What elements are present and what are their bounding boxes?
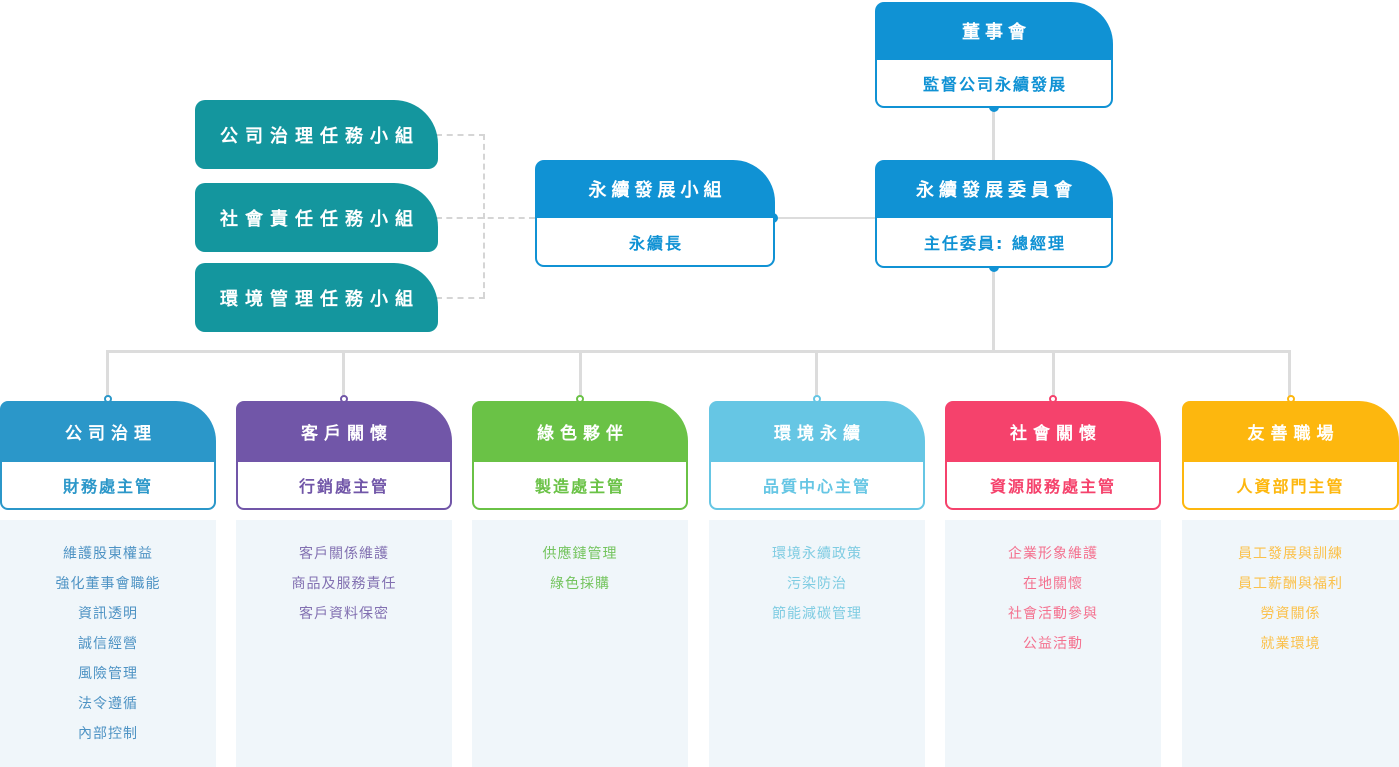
pillar-item: 就業環境 <box>1260 636 1321 652</box>
connector-main-horizontal <box>106 350 1291 353</box>
pillar-item: 社會活動參與 <box>1008 606 1098 622</box>
pillar-item: 商品及服務責任 <box>291 576 397 592</box>
connector-stub-6 <box>1288 350 1291 398</box>
pillar-item: 環境永續政策 <box>772 546 862 562</box>
board-node: 董事會 監督公司永續發展 <box>875 2 1113 108</box>
pillar-item: 在地關懷 <box>1023 576 1083 592</box>
pillar-manager: 品質中心主管 <box>709 462 925 510</box>
pillar-manager: 行銷處主管 <box>236 462 452 510</box>
pillar-title: 友善職場 <box>1182 401 1399 462</box>
task-force-social: 社會責任任務小組 <box>195 183 438 252</box>
pillar-title: 綠色夥伴 <box>472 401 688 462</box>
pillar-item-panel: 供應鏈管理 綠色採購 <box>472 520 688 767</box>
pillar-manager: 資源服務處主管 <box>945 462 1161 510</box>
pillar-environmental-sustainability: 環境永續 品質中心主管 環境永續政策 污染防治 節能減碳管理 <box>709 395 925 767</box>
task-force-environment: 環境管理任務小組 <box>195 263 438 332</box>
committee-title: 永續發展委員會 <box>875 160 1113 218</box>
pillar-item: 客戶關係維護 <box>299 546 389 562</box>
committee-subtitle: 主任委員: 總經理 <box>875 218 1113 268</box>
group-title: 永續發展小組 <box>535 160 775 218</box>
pillar-box: 友善職場 人資部門主管 <box>1182 395 1399 510</box>
dashed-task2 <box>436 217 535 219</box>
pillar-item-panel: 客戶關係維護 商品及服務責任 客戶資料保密 <box>236 520 452 767</box>
pillar-item: 供應鏈管理 <box>542 546 618 562</box>
pillar-title: 客戶關懷 <box>236 401 452 462</box>
connector-dot-pillar-1 <box>104 395 112 403</box>
pillar-item: 污染防治 <box>787 576 847 592</box>
board-title: 董事會 <box>875 2 1113 60</box>
pillar-customer-care: 客戶關懷 行銷處主管 客戶關係維護 商品及服務責任 客戶資料保密 <box>236 395 452 767</box>
pillar-title: 社會關懷 <box>945 401 1161 462</box>
pillar-title: 公司治理 <box>0 401 216 462</box>
pillar-social-care: 社會關懷 資源服務處主管 企業形象維護 在地關懷 社會活動參與 公益活動 <box>945 395 1161 767</box>
pillar-item: 維護股東權益 <box>63 546 153 562</box>
connector-stub-5 <box>1052 350 1055 398</box>
board-subtitle: 監督公司永續發展 <box>875 60 1113 108</box>
pillar-green-partner: 綠色夥伴 製造處主管 供應鏈管理 綠色採購 <box>472 395 688 767</box>
pillar-manager: 人資部門主管 <box>1182 462 1399 510</box>
connector-dot-pillar-6 <box>1286 395 1295 403</box>
group-subtitle: 永續長 <box>535 218 775 267</box>
pillar-item: 誠信經營 <box>78 636 138 652</box>
pillar-friendly-workplace: 友善職場 人資部門主管 員工發展與訓練 員工薪酬與福利 勞資關係 就業環境 <box>1182 395 1399 767</box>
pillar-item: 風險管理 <box>78 666 138 682</box>
pillar-item: 勞資關係 <box>1260 606 1321 622</box>
connector-stub-4 <box>815 350 818 398</box>
pillar-box: 客戶關懷 行銷處主管 <box>236 395 452 510</box>
dashed-vertical <box>483 134 485 298</box>
pillar-item-panel: 員工發展與訓練 員工薪酬與福利 勞資關係 就業環境 <box>1182 520 1399 767</box>
pillar-item: 內部控制 <box>78 726 138 742</box>
pillar-item: 員工發展與訓練 <box>1238 546 1343 562</box>
pillar-item: 公益活動 <box>1023 636 1083 652</box>
pillar-item: 綠色採購 <box>550 576 610 592</box>
committee-node: 永續發展委員會 主任委員: 總經理 <box>875 160 1113 268</box>
pillar-item-panel: 環境永續政策 污染防治 節能減碳管理 <box>709 520 925 767</box>
pillar-item: 節能減碳管理 <box>772 606 862 622</box>
connector-dot-pillar-4 <box>813 395 821 403</box>
pillar-item: 客戶資料保密 <box>299 606 389 622</box>
pillar-item-panel: 企業形象維護 在地關懷 社會活動參與 公益活動 <box>945 520 1161 767</box>
pillar-item: 企業形象維護 <box>1008 546 1098 562</box>
pillar-title: 環境永續 <box>709 401 925 462</box>
pillar-corporate-governance: 公司治理 財務處主管 維護股東權益 強化董事會職能 資訊透明 誠信經營 風險管理… <box>0 395 216 767</box>
task-force-governance: 公司治理任務小組 <box>195 100 438 169</box>
pillar-box: 環境永續 品質中心主管 <box>709 395 925 510</box>
connector-stub-1 <box>106 350 109 398</box>
connector-dot-pillar-3 <box>576 395 584 403</box>
dashed-task3 <box>436 297 485 299</box>
connector-dot-pillar-2 <box>340 395 348 403</box>
pillar-manager: 製造處主管 <box>472 462 688 510</box>
pillar-box: 綠色夥伴 製造處主管 <box>472 395 688 510</box>
pillar-item: 員工薪酬與福利 <box>1238 576 1343 592</box>
connector-stub-3 <box>579 350 582 398</box>
pillar-box: 公司治理 財務處主管 <box>0 395 216 510</box>
pillar-manager: 財務處主管 <box>0 462 216 510</box>
pillar-item: 資訊透明 <box>78 606 138 622</box>
pillar-box: 社會關懷 資源服務處主管 <box>945 395 1161 510</box>
group-node: 永續發展小組 永續長 <box>535 160 775 267</box>
pillar-item-panel: 維護股東權益 強化董事會職能 資訊透明 誠信經營 風險管理 法令遵循 內部控制 <box>0 520 216 767</box>
connector-committee-down <box>992 266 995 352</box>
dashed-task1 <box>436 134 485 136</box>
pillar-item: 強化董事會職能 <box>55 576 161 592</box>
connector-group-committee <box>775 217 875 219</box>
pillar-item: 法令遵循 <box>78 696 138 712</box>
connector-dot-pillar-5 <box>1049 395 1057 403</box>
connector-board-committee <box>992 106 995 162</box>
connector-stub-2 <box>342 350 345 398</box>
